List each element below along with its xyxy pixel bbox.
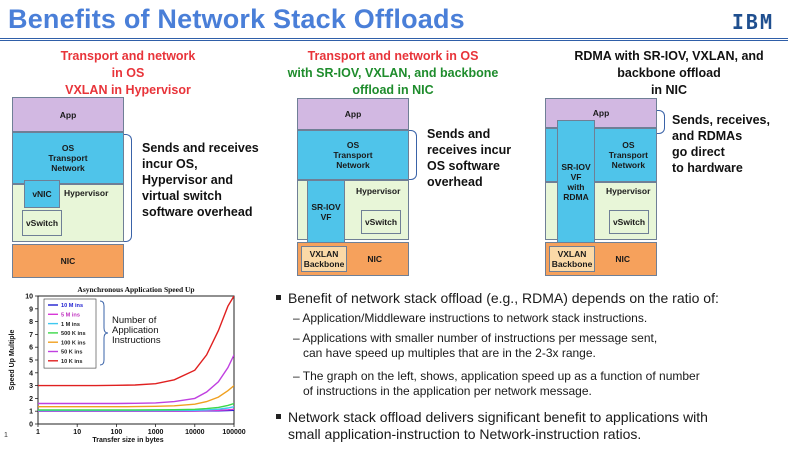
legend-label: 5 M ins <box>61 313 80 319</box>
series-line-3 <box>38 402 234 411</box>
middle-vswitch-box: vSwitch <box>361 210 401 234</box>
x-tick-label: 1 <box>36 429 40 436</box>
legend-label: 500 K ins <box>61 331 86 337</box>
left-brace <box>124 134 132 242</box>
x-tick-label: 1000 <box>148 429 164 436</box>
legend-label: 100 K ins <box>61 340 86 346</box>
series-line-5 <box>38 354 234 405</box>
x-axis-label: Transfer size in bytes <box>92 437 163 444</box>
middle-app-box: App <box>297 98 409 130</box>
series-line-6 <box>38 296 234 387</box>
right-app-box: App <box>545 98 657 128</box>
sub-bullet-3: – The graph on the left, shows, applicat… <box>293 369 700 398</box>
left-column-heading: Transport and network in OS VXLAN in Hyp… <box>60 49 196 97</box>
chart-title: Asynchronous Application Speed Up <box>77 285 194 294</box>
sub-bullet-2: – Applications with smaller number of in… <box>293 331 658 360</box>
left-app-box: App <box>12 97 124 132</box>
right-column-heading: RDMA with SR-IOV, VXLAN, and backbone of… <box>574 49 764 97</box>
middle-hypervisor-label: Hypervisor <box>356 186 401 196</box>
y-tick-label: 2 <box>29 396 33 403</box>
left-nic-box: NIC <box>12 244 124 278</box>
x-tick-label: 10 <box>73 429 81 436</box>
bullet-marker <box>276 294 281 300</box>
y-tick-label: 3 <box>29 383 33 390</box>
series-line-4 <box>38 385 234 408</box>
speedup-chart: Asynchronous Application Speed Up0123456… <box>9 285 246 444</box>
middle-brace <box>409 130 417 180</box>
sub-bullet-1: – Application/Middleware instructions to… <box>293 311 648 325</box>
legend-label: 50 K ins <box>61 350 82 356</box>
legend-title-line: Application <box>112 325 158 336</box>
y-tick-label: 6 <box>29 345 33 352</box>
bullet-2: Network stack offload delivers significa… <box>276 409 781 443</box>
legend-title-line: Number of <box>112 315 157 326</box>
page-number: 1 <box>4 432 8 439</box>
series-line-2 <box>38 406 234 412</box>
legend-label: 1 M ins <box>61 322 80 328</box>
right-brace <box>657 110 665 134</box>
right-hypervisor-label: Hypervisor <box>606 186 651 196</box>
x-tick-label: 100 <box>111 429 123 436</box>
y-tick-label: 8 <box>29 319 33 326</box>
ibm-logo: IBM <box>731 10 774 34</box>
bullet-marker <box>276 413 281 419</box>
x-tick-label: 100000 <box>222 429 245 436</box>
page-title: Benefits of Network Stack Offloads <box>8 4 465 34</box>
legend-label: 10 M ins <box>61 303 83 309</box>
y-axis-label: Speed Up Multiple <box>9 330 16 391</box>
legend-brace <box>99 300 109 366</box>
y-tick-label: 7 <box>29 332 33 339</box>
left-hypervisor-label: Hypervisor <box>64 188 109 198</box>
left-vnic-box: vNIC <box>24 180 60 208</box>
legend-title-line: Instructions <box>112 335 161 346</box>
middle-column-heading: Transport and network in OS with SR-IOV,… <box>287 49 499 97</box>
y-tick-label: 5 <box>29 358 33 365</box>
left-vswitch-box: vSwitch <box>22 210 62 236</box>
y-tick-label: 1 <box>29 409 33 416</box>
legend-label: 10 K ins <box>61 359 82 365</box>
title-rule <box>0 38 788 42</box>
y-tick-label: 0 <box>29 422 33 429</box>
bullet-1: Benefit of network stack offload (e.g., … <box>276 290 781 307</box>
y-tick-label: 4 <box>29 370 33 377</box>
y-tick-label: 9 <box>29 306 33 313</box>
y-tick-label: 10 <box>25 294 33 301</box>
right-vswitch-box: vSwitch <box>609 210 649 234</box>
x-tick-label: 10000 <box>185 429 205 436</box>
